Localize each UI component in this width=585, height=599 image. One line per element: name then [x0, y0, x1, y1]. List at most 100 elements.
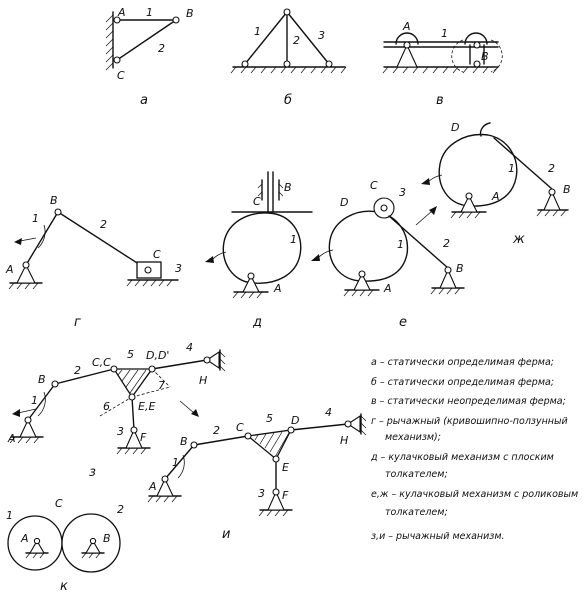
lever-zh-2	[493, 137, 553, 190]
panel-b: 1 2 3 б	[230, 8, 347, 108]
label-g-1: 1	[32, 212, 39, 225]
ground-e-B-hatch	[430, 287, 461, 295]
support-v-A	[396, 43, 418, 68]
joint-b-left	[241, 60, 249, 68]
support-v-A-arc	[395, 32, 419, 45]
joint-v-B-bottom	[473, 60, 481, 68]
label-e-A: A	[383, 282, 392, 295]
legend-line-4: г – рычажный (кривошипно-ползунный	[371, 416, 568, 427]
support-d-A	[242, 274, 260, 293]
label-a-A: A	[117, 6, 126, 19]
panel-g: A B C 1 2 3 г	[5, 194, 182, 330]
label-z-H: H	[199, 374, 207, 387]
caption-v: в	[436, 93, 444, 108]
rod-i-2	[193, 435, 249, 446]
support-v-B-arc	[464, 32, 488, 45]
caption-e: е	[399, 315, 407, 330]
joint-z-B	[51, 380, 59, 388]
legend-line-8: е,ж – кулачковый механизм с роликовым	[371, 489, 578, 500]
wall-z-H-hatch	[219, 351, 226, 372]
joint-zh-A	[465, 192, 473, 200]
crank-i-1	[164, 444, 195, 480]
joint-z-H	[203, 356, 211, 364]
label-e-C: C	[370, 179, 378, 192]
label-g-C: C	[153, 248, 161, 261]
label-v-1: 1	[441, 27, 448, 40]
label-z-4: 4	[186, 341, 193, 354]
joint-a-C	[113, 56, 121, 64]
label-i-H: H	[340, 434, 348, 447]
label-a-C: C	[117, 69, 125, 82]
label-i-2: 2	[213, 424, 220, 437]
rotation-arrow-d	[205, 256, 214, 263]
joint-i-B	[190, 441, 198, 449]
transition-arrow-z-shaft	[179, 400, 195, 414]
legend-line-6: д – кулачковый механизм с плоским	[370, 452, 554, 463]
support-e-A	[353, 272, 371, 291]
label-zh-D: D	[451, 121, 459, 134]
transition-arrow-z	[191, 409, 199, 417]
label-z-DD: D,D'	[146, 349, 169, 362]
label-z-7: 7	[158, 379, 165, 392]
rod-g-2	[57, 211, 149, 271]
joint-i-H	[344, 420, 352, 428]
label-g-2: 2	[100, 218, 107, 231]
joint-i-E	[272, 455, 280, 463]
label-zh-2: 2	[548, 162, 555, 175]
label-d-1: 1	[290, 233, 297, 246]
crank-z-1	[27, 383, 56, 421]
label-k-1: 1	[6, 509, 13, 522]
legend-line-1: а – статически определимая ферма;	[371, 357, 554, 368]
label-e-3: 3	[399, 186, 406, 199]
motion-arrow-e	[429, 206, 437, 215]
dashed-link-z-7b	[151, 368, 171, 388]
label-d-C: C	[253, 195, 261, 208]
caption-d: д	[252, 315, 262, 330]
joint-e-A	[358, 270, 366, 278]
label-z-3: 3	[117, 425, 124, 438]
label-z-2: 2	[74, 364, 81, 377]
caption-k: к	[60, 579, 68, 594]
rod-z-3	[131, 396, 135, 431]
dashed-link-z-7	[131, 386, 171, 398]
joint-z-A	[24, 416, 32, 424]
support-z-H	[206, 350, 220, 370]
label-i-3: 3	[258, 487, 265, 500]
joint-b-right	[325, 60, 333, 68]
label-i-5: 5	[266, 412, 273, 425]
label-i-D: D	[291, 414, 299, 427]
joint-k-B	[89, 537, 97, 545]
label-e-1: 1	[397, 238, 404, 251]
ground-k-B-hatch	[81, 552, 101, 559]
ground-zh-B-hatch	[536, 209, 567, 217]
label-i-B: B	[180, 435, 188, 448]
support-e-B	[439, 268, 457, 289]
label-i-1: 1	[172, 456, 179, 469]
label-k-B: B	[103, 532, 111, 545]
label-z-A: A	[7, 432, 16, 445]
joint-z-C	[110, 365, 118, 373]
joint-d-A	[247, 272, 255, 280]
ground-i-F-hatch	[258, 509, 289, 517]
label-e-2: 2	[443, 237, 450, 250]
joint-g-A	[22, 261, 30, 269]
joint-b-top	[283, 8, 291, 16]
joint-z-E	[128, 393, 136, 401]
bar-b-1	[244, 11, 288, 65]
plate-z-5-hatch	[117, 369, 152, 395]
ground-g-A-hatch	[8, 282, 39, 290]
support-zh-A	[460, 194, 478, 213]
rotation-arrow-e	[311, 254, 320, 261]
cam-zh	[438, 133, 518, 207]
rod-z-4	[151, 359, 208, 370]
label-e-D: D	[340, 196, 348, 209]
label-z-5: 5	[127, 348, 134, 361]
label-z-F: F	[140, 431, 147, 444]
ground-z-F-hatch	[116, 447, 147, 455]
label-v-B: B	[481, 50, 489, 63]
legend-line-9: толкателем;	[385, 507, 448, 518]
label-k-A: A	[20, 532, 29, 545]
joint-a-A	[113, 16, 121, 24]
label-z-6: 6	[103, 400, 110, 413]
